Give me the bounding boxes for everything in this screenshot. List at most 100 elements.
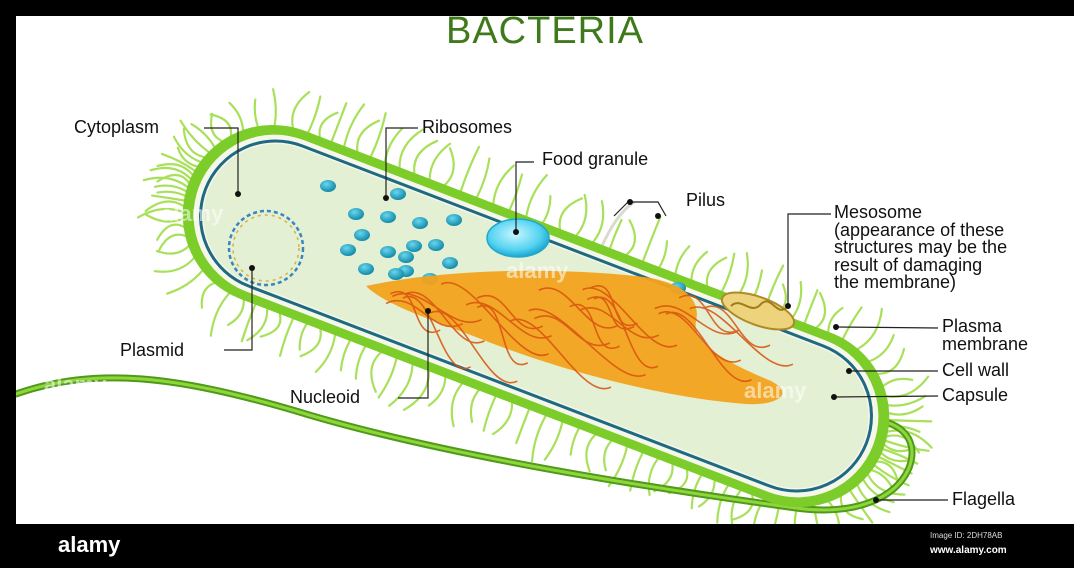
fimbria-hair — [158, 235, 185, 252]
footer-site-link[interactable]: www.alamy.com — [930, 545, 1007, 556]
fimbria-hair — [792, 282, 801, 318]
fimbria-hair — [484, 397, 496, 431]
fimbria-hair — [452, 384, 462, 426]
fimbria-hair — [414, 141, 437, 173]
ribosome — [446, 214, 462, 226]
ribosome — [398, 251, 414, 263]
label-plasmid: Plasmid — [120, 341, 184, 360]
label-ribosomes: Ribosomes — [422, 118, 512, 137]
fimbria-hair — [737, 253, 748, 297]
fimbria-hair — [493, 166, 514, 204]
fimbria-hair — [526, 175, 546, 216]
ribosome — [380, 246, 396, 258]
diagram-canvas: BACTERIA — [16, 16, 1074, 524]
fimbria-hair — [429, 378, 445, 406]
label-mesosome: Mesosome (appearance of these structures… — [834, 204, 1007, 292]
fimbria-hair — [152, 196, 184, 201]
fimbria-hair — [379, 359, 397, 398]
fimbria-hair — [155, 186, 186, 191]
fimbria-hair — [167, 271, 202, 294]
label-pilus: Pilus — [686, 191, 725, 210]
fimbria-hair — [805, 290, 818, 322]
fimbria-hair — [516, 410, 529, 443]
fimbria-hair — [229, 103, 243, 130]
fimbria-hair — [461, 147, 479, 191]
ribosome — [442, 257, 458, 269]
fimbria-hair — [255, 100, 258, 127]
pilus — [601, 202, 634, 248]
fimbria-hair — [211, 294, 229, 336]
ribosome — [358, 263, 374, 275]
fimbria-hair — [371, 353, 380, 392]
fimbria-hair — [300, 324, 307, 349]
fimbria-hair — [399, 130, 422, 167]
fimbria-hair — [532, 416, 546, 461]
label-flagella: Flagella — [952, 490, 1015, 509]
ribosome — [320, 180, 336, 192]
fimbria-hair — [157, 192, 184, 196]
fimbria-hair — [707, 258, 726, 286]
fimbria-hair — [202, 283, 214, 308]
fimbria-hair — [560, 198, 582, 228]
fimbria-hair — [308, 97, 320, 133]
fimbria-hair — [155, 258, 194, 272]
ribosome — [380, 211, 396, 223]
fimbria-hair — [691, 252, 707, 279]
fimbria-hair — [430, 144, 450, 179]
fimbria-hair — [870, 335, 894, 361]
fimbria-hair — [889, 406, 922, 414]
ribosome — [354, 229, 370, 241]
ribosome — [406, 240, 422, 252]
ribosome — [412, 217, 428, 229]
fimbria-hair — [610, 220, 621, 248]
fimbria-hair — [817, 293, 825, 327]
ribosome — [428, 239, 444, 251]
fimbria-hair — [586, 435, 595, 471]
fimbria-hair — [717, 486, 727, 523]
fimbria-hair — [344, 104, 364, 146]
fimbria-hair — [643, 217, 660, 261]
label-plasma-membrane-line2: membrane — [942, 336, 1028, 354]
fimbria-hair — [477, 159, 489, 197]
ribosome — [340, 244, 356, 256]
fimbria-hair — [178, 148, 197, 166]
fimbria-hair — [493, 403, 512, 434]
footer-brand-logo[interactable]: alamy — [58, 532, 120, 558]
fimbria-hair — [659, 241, 667, 267]
svg-text:alamy: alamy — [44, 372, 107, 397]
fimbria-hair — [627, 220, 635, 254]
fimbria-hair — [371, 113, 386, 156]
label-plasma-membrane: Plasma membrane — [942, 318, 1028, 353]
food-granule — [487, 219, 549, 257]
fimbria-hair — [356, 347, 365, 379]
label-capsule: Capsule — [942, 386, 1008, 405]
label-mesosome-line5: the membrane) — [834, 274, 1007, 292]
fimbria-hair — [445, 148, 454, 184]
fimbria-hair — [273, 89, 276, 125]
fimbria-hair — [889, 420, 931, 421]
fimbria-hair — [341, 341, 350, 370]
svg-text:alamy: alamy — [744, 378, 807, 403]
footer-bar: alamy Image ID: 2DH78AB www.alamy.com — [0, 524, 1074, 568]
fimbria-hair — [843, 307, 861, 338]
ribosome — [388, 268, 404, 280]
fimbria-hair — [543, 196, 550, 222]
label-mesosome-line1: Mesosome — [834, 204, 1007, 222]
fimbria-hair — [545, 422, 562, 459]
fimbria-hair — [676, 246, 690, 273]
label-nucleoid: Nucleoid — [290, 388, 360, 407]
fimbria-hair — [280, 319, 293, 356]
fimbria-hair — [228, 300, 244, 325]
svg-text:alamy: alamy — [506, 258, 569, 283]
fimbria-hair — [593, 201, 603, 242]
fimbria-hair — [571, 429, 579, 455]
label-plasma-membrane-line1: Plasma — [942, 318, 1028, 336]
svg-text:alamy: alamy — [161, 201, 224, 226]
fimbria-hair — [332, 103, 347, 141]
label-food-granule: Food granule — [542, 150, 648, 169]
fimbria-hair — [858, 309, 882, 349]
label-mesosome-line3: structures may be the — [834, 239, 1007, 257]
fimbria-hair — [604, 441, 611, 470]
ribosome — [390, 188, 406, 200]
label-cell-wall: Cell wall — [942, 361, 1009, 380]
